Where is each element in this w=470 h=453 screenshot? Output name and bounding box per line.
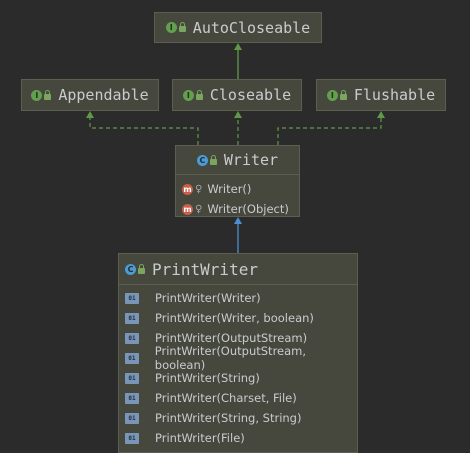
node-title: Appendable bbox=[58, 86, 149, 104]
member-label: PrintWriter(File) bbox=[155, 431, 245, 445]
protected-icon: ♀ bbox=[195, 203, 203, 215]
arrowhead-closeable bbox=[234, 111, 242, 118]
lock-icon bbox=[339, 89, 347, 100]
node-autocloseable[interactable]: I AutoCloseable bbox=[154, 12, 322, 43]
node-appendable[interactable]: I Appendable bbox=[21, 79, 159, 111]
lock-icon bbox=[138, 263, 145, 274]
member-row[interactable]: 01 PrintWriter(Writer) bbox=[125, 288, 357, 308]
node-title: Writer bbox=[223, 151, 279, 169]
member-row[interactable]: 01 PrintWriter(String) bbox=[125, 368, 357, 388]
constructor-icon: 01 bbox=[125, 352, 139, 364]
method-icon: m bbox=[182, 183, 193, 195]
member-row[interactable]: 01 PrintWriter(String, String) bbox=[125, 408, 357, 428]
edges bbox=[86, 43, 385, 253]
node-title: Closeable bbox=[209, 86, 292, 104]
lock-icon bbox=[209, 154, 217, 165]
member-label: Writer() bbox=[207, 182, 252, 196]
member-label: PrintWriter(Writer) bbox=[155, 291, 261, 305]
node-printwriter[interactable]: C PrintWriter 01 PrintWriter(Writer) 01 … bbox=[118, 253, 358, 453]
lock-icon bbox=[178, 22, 186, 32]
constructor-icon: 01 bbox=[125, 312, 139, 324]
member-row[interactable]: 01 PrintWriter(OutputStream) bbox=[125, 328, 357, 348]
node-flushable[interactable]: I Flushable bbox=[316, 79, 446, 111]
member-row[interactable]: m ♀ Writer() bbox=[182, 179, 299, 199]
interface-icon: I bbox=[31, 89, 43, 101]
member-row[interactable]: 01 PrintWriter(Writer, boolean) bbox=[125, 308, 357, 328]
node-title: AutoCloseable bbox=[192, 18, 311, 37]
member-label: PrintWriter(OutputStream) bbox=[155, 331, 308, 345]
class-icon: C bbox=[125, 263, 136, 275]
node-title: PrintWriter bbox=[152, 259, 258, 279]
interface-icon: I bbox=[165, 22, 177, 33]
protected-icon: ♀ bbox=[195, 183, 203, 195]
member-list: 01 PrintWriter(Writer) 01 PrintWriter(Wr… bbox=[119, 285, 357, 448]
uml-diagram: I AutoCloseable I Appendable I Closeable… bbox=[21, 12, 446, 453]
member-label: PrintWriter(String) bbox=[155, 371, 260, 385]
member-list: m ♀ Writer() m ♀ Writer(Object) bbox=[176, 175, 299, 219]
lock-icon bbox=[44, 89, 52, 100]
constructor-icon: 01 bbox=[125, 412, 139, 424]
node-writer[interactable]: C Writer m ♀ Writer() m ♀ Writer(Object) bbox=[175, 145, 300, 217]
interface-icon: I bbox=[326, 89, 338, 101]
node-title: Flushable bbox=[353, 86, 436, 104]
member-label: PrintWriter(String, String) bbox=[155, 411, 302, 425]
edge-writer-appendable bbox=[89, 118, 199, 145]
constructor-icon: 01 bbox=[125, 292, 139, 304]
lock-icon bbox=[195, 89, 203, 100]
edge-writer-flushable bbox=[277, 118, 382, 145]
method-icon: m bbox=[182, 203, 193, 215]
arrowhead-autocloseable bbox=[234, 43, 242, 50]
member-label: PrintWriter(Writer, boolean) bbox=[155, 311, 314, 325]
interface-icon: I bbox=[182, 89, 194, 101]
constructor-icon: 01 bbox=[125, 392, 139, 404]
member-row[interactable]: m ♀ Writer(Object) bbox=[182, 199, 299, 219]
arrowhead-flushable bbox=[377, 111, 385, 118]
constructor-icon: 01 bbox=[125, 432, 139, 444]
member-label: Writer(Object) bbox=[207, 202, 289, 216]
arrowhead-writer bbox=[234, 217, 242, 224]
arrowhead-appendable bbox=[86, 111, 94, 118]
member-row[interactable]: 01 PrintWriter(Charset, File) bbox=[125, 388, 357, 408]
member-row[interactable]: 01 PrintWriter(OutputStream, boolean) bbox=[125, 344, 357, 372]
member-label: PrintWriter(OutputStream, boolean) bbox=[154, 344, 307, 372]
constructor-icon: 01 bbox=[125, 332, 139, 344]
member-row[interactable]: 01 PrintWriter(File) bbox=[125, 428, 357, 448]
member-label: PrintWriter(Charset, File) bbox=[155, 391, 297, 405]
abstract-class-icon: C bbox=[196, 154, 208, 166]
constructor-icon: 01 bbox=[125, 372, 139, 384]
node-closeable[interactable]: I Closeable bbox=[172, 79, 302, 111]
